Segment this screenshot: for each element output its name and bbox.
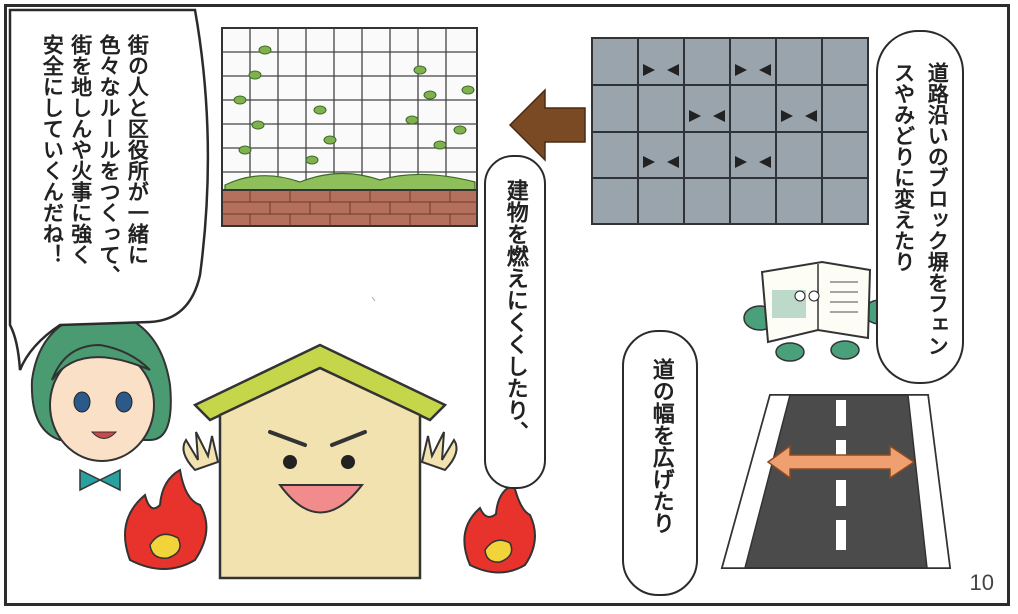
page-number: 10 xyxy=(969,570,994,595)
speech-main-text: 街の人と区役所が一緒に 色々なルールをつくって、 街を地しんや火事に強く 安全に… xyxy=(38,34,151,286)
double-arrow-icon xyxy=(766,444,916,480)
block-wall-illustration xyxy=(591,37,869,225)
caption-building-text: 建物を燃えにくくしたり、 xyxy=(502,179,528,443)
fire-right-illustration xyxy=(463,483,536,574)
speech-line-1: 街の人と区役所が一緒に xyxy=(125,34,150,265)
road-illustration xyxy=(720,394,952,569)
speech-line-2: 色々なルールをつくって、 xyxy=(97,34,122,286)
fire-left-illustration xyxy=(124,468,208,570)
arrow-left-icon xyxy=(508,88,586,162)
caption-fence-text: 道路沿いのブロック塀をフェンスやみどりに変えたり xyxy=(891,62,950,356)
girl-character xyxy=(30,308,172,492)
caption-road-text: 道の幅を広げたり xyxy=(648,358,674,534)
caption-bubble-building: 建物を燃えにくくしたり、 xyxy=(484,155,546,489)
house-character xyxy=(182,343,458,580)
caption-bubble-fence: 道路沿いのブロック塀をフェンスやみどりに変えたり xyxy=(876,30,964,384)
caption-bubble-road: 道の幅を広げたり xyxy=(622,330,698,596)
fence-illustration xyxy=(221,27,478,227)
speech-line-4: 安全にしていくんだね！ xyxy=(40,34,65,265)
panel-frame xyxy=(4,4,1010,606)
speech-line-3: 街を地しんや火事に強く xyxy=(68,34,93,265)
